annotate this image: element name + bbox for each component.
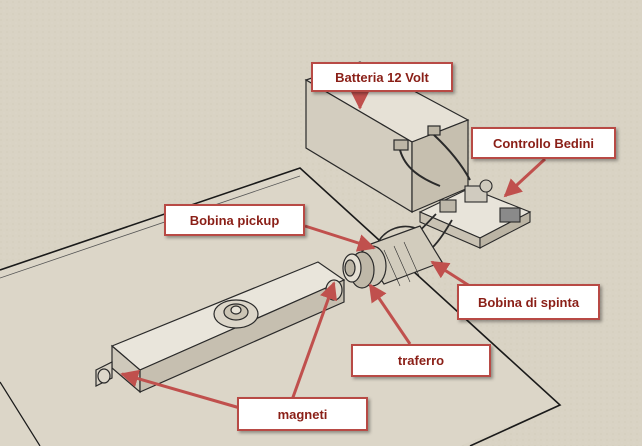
label-traferro: traferro bbox=[351, 344, 491, 377]
arrow-traferro bbox=[368, 283, 412, 345]
label-batteria: Batteria 12 Volt bbox=[311, 62, 453, 92]
bedini-control-board bbox=[409, 179, 532, 249]
label-bobina-pickup: Bobina pickup bbox=[164, 204, 305, 236]
arrow-controllo bbox=[503, 157, 547, 198]
coil-assembly bbox=[342, 225, 443, 289]
label-magneti: magneti bbox=[237, 397, 368, 431]
arrow-magneti-1 bbox=[290, 281, 337, 401]
label-bobina-spinta: Bobina di spinta bbox=[457, 284, 600, 320]
arrow-pickup bbox=[304, 224, 376, 252]
label-controllo-bedini: Controllo Bedini bbox=[471, 127, 616, 159]
arrow-magneti-2 bbox=[120, 369, 241, 410]
callout-arrows bbox=[120, 91, 547, 410]
